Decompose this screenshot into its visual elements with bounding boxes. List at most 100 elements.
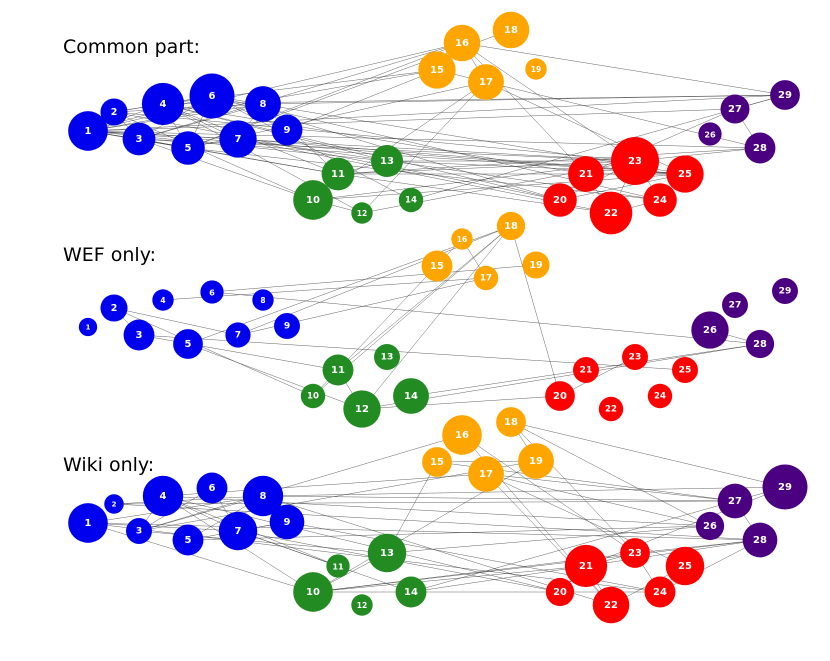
node-label-23: 23 xyxy=(628,156,642,167)
node-circle-20 xyxy=(545,577,575,607)
node-28: 28 xyxy=(745,329,775,359)
node-22: 22 xyxy=(598,396,624,422)
node-27: 27 xyxy=(720,94,750,124)
node-label-23: 23 xyxy=(628,548,642,559)
node-label-16: 16 xyxy=(455,38,469,49)
node-label-20: 20 xyxy=(553,587,567,598)
node-label-17: 17 xyxy=(479,469,493,480)
node-circle-15 xyxy=(422,447,452,477)
node-18: 18 xyxy=(492,11,530,49)
node-label-16: 16 xyxy=(455,430,469,441)
node-circle-11 xyxy=(321,157,355,191)
node-27: 27 xyxy=(722,292,748,318)
node-circle-6 xyxy=(200,280,224,304)
node-circle-24 xyxy=(647,383,673,409)
node-circle-11 xyxy=(322,354,354,386)
edge-18-29 xyxy=(510,421,786,488)
node-label-11: 11 xyxy=(331,169,345,180)
edge-8-27 xyxy=(262,495,736,502)
node-label-12: 12 xyxy=(355,404,369,415)
node-24: 24 xyxy=(644,576,676,608)
nodes-wef-only: 1234567891011121314151617181920212223242… xyxy=(78,211,798,428)
node-3: 3 xyxy=(126,518,152,544)
node-4: 4 xyxy=(141,82,185,126)
node-label-27: 27 xyxy=(729,301,742,311)
node-19: 19 xyxy=(522,251,550,279)
node-9: 9 xyxy=(271,114,303,146)
node-label-3: 3 xyxy=(136,527,142,537)
node-circle-9 xyxy=(274,313,300,339)
edge-10-21 xyxy=(312,565,587,593)
nodes-common-part: 1234567891011121314151617181920212223242… xyxy=(68,11,800,235)
node-circle-8 xyxy=(252,289,274,311)
node-circle-17 xyxy=(468,64,504,100)
node-7: 7 xyxy=(225,322,251,348)
node-circle-18 xyxy=(496,407,526,437)
node-circle-7 xyxy=(225,322,251,348)
edge-3-10 xyxy=(138,138,314,201)
node-25: 25 xyxy=(672,357,698,383)
node-label-12: 12 xyxy=(357,601,367,610)
node-13: 13 xyxy=(367,533,407,573)
node-circle-4 xyxy=(142,475,184,517)
node-circle-25 xyxy=(666,155,704,193)
node-circle-16 xyxy=(443,24,481,62)
node-label-21: 21 xyxy=(579,169,593,180)
node-circle-27 xyxy=(720,94,750,124)
edge-9-15 xyxy=(286,69,438,131)
edge-5-26 xyxy=(187,525,711,541)
node-23: 23 xyxy=(611,137,659,185)
node-17: 17 xyxy=(473,265,499,291)
node-label-7: 7 xyxy=(235,134,242,145)
node-10: 10 xyxy=(293,180,333,220)
node-10: 10 xyxy=(293,572,333,612)
node-circle-26 xyxy=(695,511,725,541)
panel-wef-only: WEF only: 123456789101112131415161718192… xyxy=(63,211,798,428)
edge-1-10 xyxy=(87,522,314,593)
node-label-5: 5 xyxy=(185,535,192,546)
node-circle-13 xyxy=(367,533,407,573)
node-label-8: 8 xyxy=(260,491,267,502)
edge-12-20 xyxy=(361,395,561,410)
edge-2-8 xyxy=(113,495,264,505)
edge-3-25 xyxy=(138,334,686,371)
node-label-17: 17 xyxy=(479,77,493,88)
node-label-14: 14 xyxy=(404,587,418,598)
node-8: 8 xyxy=(245,86,281,122)
node-label-9: 9 xyxy=(284,125,291,136)
edge-6-14 xyxy=(211,95,412,201)
node-label-2: 2 xyxy=(111,107,118,118)
node-label-9: 9 xyxy=(284,322,290,332)
node-circle-8 xyxy=(242,475,284,517)
node-18: 18 xyxy=(496,211,526,241)
node-circle-6 xyxy=(196,472,228,504)
node-label-11: 11 xyxy=(331,365,345,376)
edge-17-26 xyxy=(485,473,711,527)
node-circle-15 xyxy=(418,51,456,89)
node-circle-4 xyxy=(141,82,185,126)
node-15: 15 xyxy=(422,447,452,477)
node-circle-12 xyxy=(351,202,373,224)
edge-14-27 xyxy=(410,500,736,593)
node-label-18: 18 xyxy=(504,417,518,428)
node-label-20: 20 xyxy=(553,195,567,206)
node-label-24: 24 xyxy=(653,195,667,206)
node-circle-19 xyxy=(522,251,550,279)
edge-20-25 xyxy=(559,173,686,201)
node-circle-6 xyxy=(189,73,235,119)
node-circle-17 xyxy=(468,456,504,492)
node-5: 5 xyxy=(172,524,204,556)
node-1: 1 xyxy=(68,111,108,151)
edge-5-12 xyxy=(187,343,363,410)
node-circle-14 xyxy=(395,576,427,608)
node-circle-2 xyxy=(100,98,128,126)
edge-12-17 xyxy=(361,81,487,214)
node-circle-2 xyxy=(100,294,128,322)
node-21: 21 xyxy=(568,156,604,192)
node-label-1: 1 xyxy=(86,324,91,332)
node-label-10: 10 xyxy=(306,587,320,598)
node-12: 12 xyxy=(351,594,373,616)
node-circle-13 xyxy=(374,344,400,370)
node-circle-26 xyxy=(691,311,729,349)
